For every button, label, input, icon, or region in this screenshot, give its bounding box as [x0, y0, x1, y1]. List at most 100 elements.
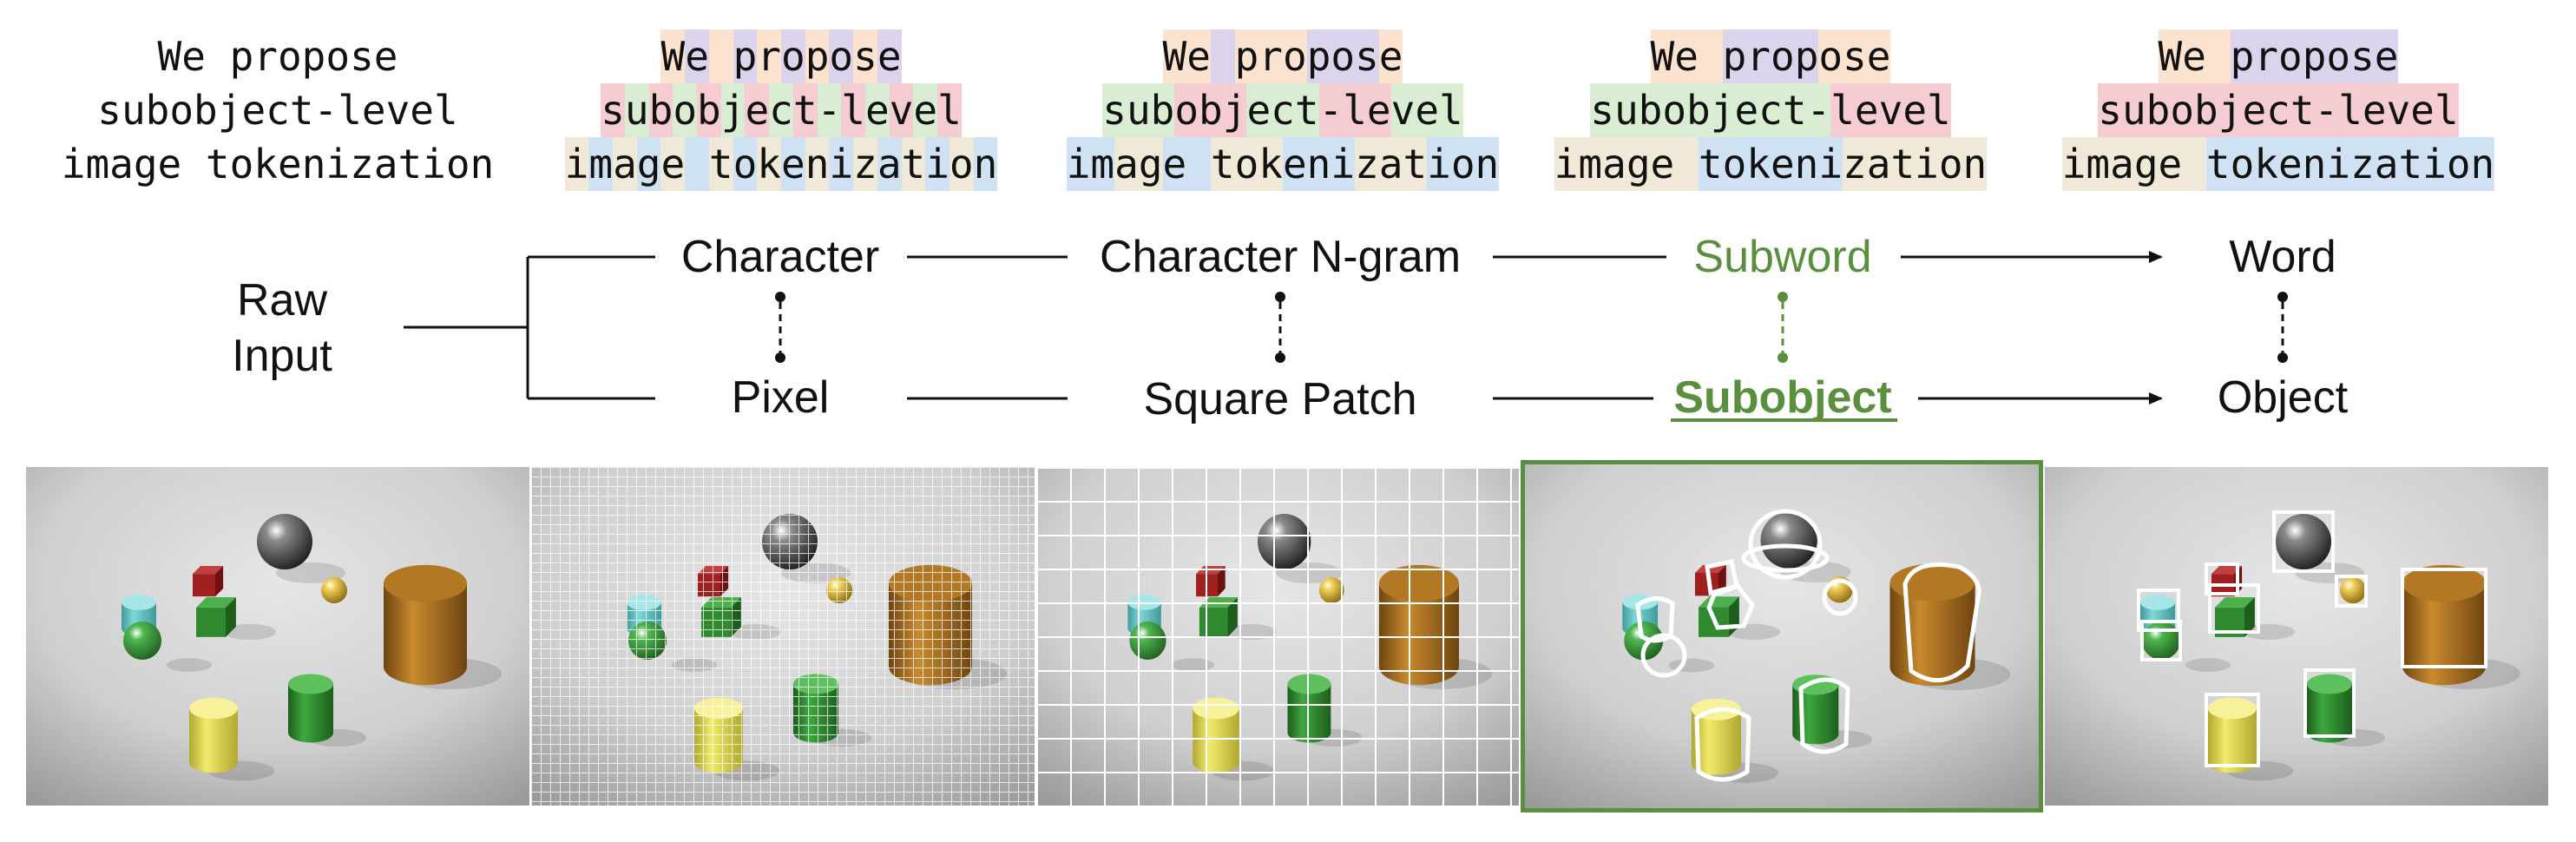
level-character: Character: [680, 232, 880, 282]
bbox-cylinder-green: [2303, 668, 2356, 738]
token-chip: pro: [1234, 30, 1307, 83]
token-chip: r: [757, 30, 781, 83]
token-chip: l: [841, 83, 865, 137]
token-line: We propose: [538, 30, 1024, 83]
token-chip: v: [889, 83, 914, 137]
token-line: We propose: [1040, 30, 1526, 83]
orange-cylinder: [384, 564, 467, 686]
sentence-line: subobject-level: [97, 87, 458, 134]
scene-image: [2045, 467, 2548, 806]
token-chip: o: [781, 30, 805, 83]
token-chip: l: [937, 83, 962, 137]
token-chip: image: [1554, 137, 1699, 191]
token-chip: tokeni: [1698, 137, 1843, 191]
orange-cylinder: [2402, 564, 2486, 686]
token-chip: u: [624, 83, 649, 137]
image-panel-raw: [26, 467, 529, 806]
image-panel-object: [2045, 467, 2548, 806]
green-cylinder: [2307, 674, 2352, 743]
token-line: image tokenization: [1040, 137, 1526, 191]
token-chip: o: [949, 137, 974, 191]
token-chip: [1210, 30, 1235, 83]
token-chip: [685, 137, 709, 191]
token-chip: b: [648, 83, 674, 137]
token-chip: s: [853, 30, 877, 83]
token-line: image tokenization: [538, 137, 1024, 191]
silver-sphere: [1760, 511, 1817, 569]
raw-sentence: We propose subobject-level image tokeniz…: [35, 30, 521, 191]
green-cylinder: [288, 674, 333, 743]
silver-sphere: [2276, 514, 2331, 569]
level-object: Object: [2217, 372, 2349, 423]
token-chip: t: [792, 83, 818, 137]
level-pixel: Pixel: [731, 372, 830, 423]
token-chip: subobject-level: [2098, 83, 2459, 137]
token-chip: z: [853, 137, 877, 191]
bbox-cube-green: [2208, 583, 2260, 634]
level-square-patch: Square Patch: [1143, 374, 1417, 424]
image-panel-pixel: [531, 467, 1035, 806]
patch-grid-overlay: [1036, 467, 1519, 806]
bbox-cylinder-cyan: [2137, 589, 2180, 632]
bbox-sphere-gold: [2335, 575, 2368, 608]
token-chip: level: [1830, 83, 1951, 137]
bbox-cylinder-orange: [2401, 568, 2487, 668]
token-line: subobject-level: [538, 83, 1024, 137]
green-sphere: [123, 622, 161, 660]
green-cube: [196, 597, 236, 637]
token-chip: o: [829, 30, 854, 83]
level-subword: Subword: [1693, 232, 1872, 282]
token-chip: p: [733, 30, 758, 83]
token-chip: j: [720, 83, 746, 137]
token-chip: n: [973, 137, 998, 191]
token-chip: tokenization: [2205, 137, 2495, 191]
outline-sphere-silver: [1748, 509, 1823, 580]
outline-cylinder-orange: [1902, 562, 1981, 683]
token-line: subobject-level: [1528, 83, 2014, 137]
subobject-outlines: [1635, 509, 1981, 782]
token-chip: i: [925, 137, 950, 191]
green-cube: [2215, 597, 2255, 637]
correspondence-subword-subobject: [1778, 292, 1788, 363]
token-line: image tokenization: [2035, 137, 2521, 191]
token-chip: m: [588, 137, 614, 191]
token-chip: We: [1162, 30, 1211, 83]
sentence-line: We propose: [157, 33, 398, 80]
token-chip: [708, 30, 733, 83]
bbox-cylinder-yellow: [2205, 693, 2260, 767]
token-chip: s: [601, 83, 625, 137]
token-chip: ag: [1114, 137, 1163, 191]
token-line: subobject-level: [1040, 83, 1526, 137]
level-character-ngram: Character N-gram: [1099, 232, 1462, 282]
token-line: image tokenization: [1528, 137, 2014, 191]
token-chip: e: [864, 83, 890, 137]
image-panel-square-patch: [1036, 467, 1519, 806]
level-subobject: Subobject: [1673, 372, 1892, 423]
token-chip: propose: [2230, 30, 2399, 83]
token-chip: e: [781, 137, 805, 191]
token-chip: ion: [1427, 137, 1500, 191]
token-chip: ose: [1818, 30, 1891, 83]
token-chip: t: [901, 137, 926, 191]
token-chip: n: [805, 137, 830, 191]
token-chip: o: [733, 137, 758, 191]
image-panel-subobject: [1521, 460, 2043, 812]
pixel-grid-overlay: [531, 467, 1035, 806]
outline-sphere-green: [1640, 633, 1687, 678]
outline-cylinder-green: [1798, 677, 1850, 754]
token-chip: obj: [1174, 83, 1247, 137]
token-chip: e: [745, 83, 770, 137]
yellow-cylinder: [2208, 697, 2257, 773]
token-line: We propose: [1528, 30, 2014, 83]
token-line: We propose: [2035, 30, 2521, 83]
token-chip: We: [2158, 30, 2231, 83]
token-chip: i: [564, 137, 589, 191]
input-label-line: Input: [232, 331, 332, 381]
token-chip: e: [1378, 30, 1403, 83]
bbox-sphere-silver: [2272, 510, 2335, 573]
token-chip: -le: [1318, 83, 1391, 137]
